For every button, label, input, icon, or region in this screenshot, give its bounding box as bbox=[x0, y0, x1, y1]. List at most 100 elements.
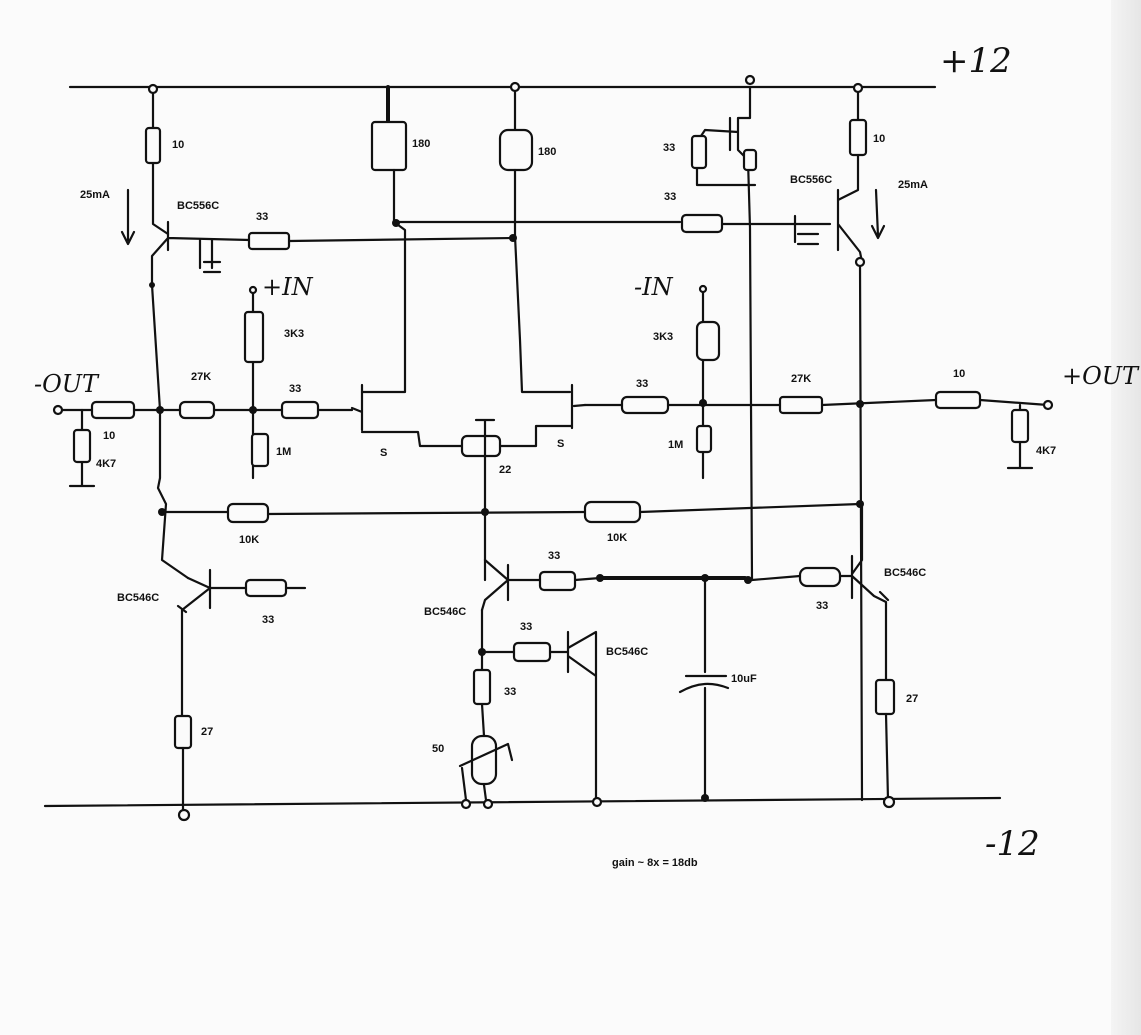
transistor-q3 bbox=[176, 568, 307, 718]
resistor-cross-33 bbox=[680, 213, 724, 234]
label-current-right: 25mA bbox=[898, 179, 928, 191]
capacitor-small-left bbox=[198, 238, 222, 274]
paper-edge bbox=[1111, 0, 1141, 1035]
rail-positive-label: +12 bbox=[940, 41, 1012, 81]
label-r-bottom-right: 27 bbox=[906, 693, 918, 705]
resistor-load-right bbox=[1010, 408, 1030, 444]
wire-cross-bias bbox=[288, 220, 832, 243]
label-source-left: S bbox=[380, 447, 387, 459]
resistor-source bbox=[460, 434, 502, 458]
wire-left-column bbox=[150, 283, 190, 580]
capacitor-small-right bbox=[793, 214, 820, 246]
label-r-base-q1: 33 bbox=[256, 211, 268, 223]
resistor-in-pos-bias bbox=[243, 310, 265, 364]
label-r-source: 22 bbox=[499, 464, 511, 476]
resistor-load-left bbox=[72, 428, 92, 464]
resistor-jfet-source bbox=[742, 148, 758, 172]
label-r-trim: 50 bbox=[432, 743, 444, 755]
resistor-mid-left bbox=[226, 502, 270, 524]
label-r-q4-base: 33 bbox=[548, 550, 560, 562]
wire-right-supply bbox=[836, 85, 864, 802]
label-current-left: 25mA bbox=[80, 189, 110, 201]
label-r-jfet-gate: 33 bbox=[663, 142, 675, 154]
label-r-gate-right: 1M bbox=[668, 439, 683, 451]
label-r-q7-base: 33 bbox=[816, 600, 828, 612]
label-q1: BC556C bbox=[177, 200, 219, 212]
resistor-fb-left bbox=[178, 400, 216, 420]
resistor-drain-left bbox=[370, 120, 408, 172]
label-q4: BC546C bbox=[424, 606, 466, 618]
label-r-top-left: 10 bbox=[172, 139, 184, 151]
wire-drain-left bbox=[360, 168, 407, 394]
label-r-gate-left: 1M bbox=[276, 446, 291, 458]
output-positive-label: +OUT bbox=[1062, 362, 1140, 390]
label-r-q5-base: 33 bbox=[520, 621, 532, 633]
label-r-load-left: 4K7 bbox=[96, 458, 116, 470]
resistor-q1-base bbox=[247, 231, 291, 251]
resistor-bottom-left bbox=[173, 714, 193, 750]
label-q6: BC546C bbox=[884, 567, 926, 579]
label-r-mid-right: 10K bbox=[607, 532, 627, 544]
label-r-top-right: 10 bbox=[873, 133, 885, 145]
resistor-gate-left bbox=[250, 432, 270, 468]
label-r-q3-base: 33 bbox=[262, 614, 274, 626]
resistor-out-right bbox=[934, 390, 982, 410]
label-r-fb-left: 27K bbox=[191, 371, 211, 383]
resistor-q7-base bbox=[798, 566, 842, 588]
label-r-out-left: 10 bbox=[103, 430, 115, 442]
label-gain: gain ~ 8x = 18db bbox=[612, 857, 698, 869]
wire-10k bbox=[160, 502, 862, 516]
resistor-in-neg-series bbox=[620, 395, 670, 415]
resistor-gate-right bbox=[695, 424, 713, 454]
resistor-in-pos-series bbox=[280, 400, 320, 420]
label-r-in-neg-series: 33 bbox=[636, 378, 648, 390]
wire-drain-right bbox=[513, 168, 572, 394]
label-r-fb-right: 27K bbox=[791, 373, 811, 385]
label-r-drain-left: 180 bbox=[412, 138, 430, 150]
wire-signal-right bbox=[583, 398, 1050, 407]
wire-bottom-right bbox=[884, 712, 890, 802]
wire-source-tail bbox=[474, 418, 496, 582]
resistor-mid-right bbox=[583, 500, 642, 524]
label-capacitor: 10uF bbox=[731, 673, 757, 685]
resistor-out-left bbox=[90, 400, 136, 420]
transistor-q5 bbox=[566, 630, 598, 802]
output-negative-label: -OUT bbox=[34, 370, 100, 398]
wire-load-left bbox=[68, 408, 96, 488]
resistor-q3-base bbox=[244, 578, 288, 598]
label-r-in-pos-series: 33 bbox=[289, 383, 301, 395]
label-r-q6-base: 33 bbox=[504, 686, 516, 698]
label-r-bottom-left: 27 bbox=[201, 726, 213, 738]
resistor-drain-right bbox=[498, 128, 534, 172]
resistor-q6-base bbox=[472, 668, 492, 706]
label-r-in-neg-bias: 3K3 bbox=[653, 331, 673, 343]
resistor-top-left bbox=[144, 126, 162, 165]
label-q3: BC546C bbox=[117, 592, 159, 604]
trim-wiper bbox=[458, 742, 514, 802]
arrow-left-current bbox=[120, 188, 136, 246]
jfet-right bbox=[498, 383, 587, 448]
transistor-q6 bbox=[850, 502, 890, 682]
resistor-q4-base bbox=[538, 570, 577, 592]
negative-rail bbox=[43, 796, 1002, 808]
resistor-top-right bbox=[848, 118, 868, 157]
resistor-in-neg-bias bbox=[695, 320, 721, 362]
jfet-left bbox=[350, 383, 464, 448]
transistor-q4 bbox=[480, 558, 854, 612]
label-r-mid-left: 10K bbox=[239, 534, 259, 546]
label-r-out-right: 10 bbox=[953, 368, 965, 380]
input-positive-label: +IN bbox=[262, 273, 314, 301]
label-source-right: S bbox=[557, 438, 564, 450]
label-r-in-pos-bias: 3K3 bbox=[284, 328, 304, 340]
capacitor-10uf bbox=[678, 576, 730, 800]
input-negative-label: -IN bbox=[634, 273, 674, 301]
label-r-load-right: 4K7 bbox=[1036, 445, 1056, 457]
label-r-drain-right: 180 bbox=[538, 146, 556, 158]
label-q5: BC546C bbox=[606, 646, 648, 658]
resistor-fb-right bbox=[778, 395, 824, 415]
label-r-base-q2: 33 bbox=[664, 191, 676, 203]
resistor-jfet-gate bbox=[690, 134, 708, 170]
label-q2: BC556C bbox=[790, 174, 832, 186]
